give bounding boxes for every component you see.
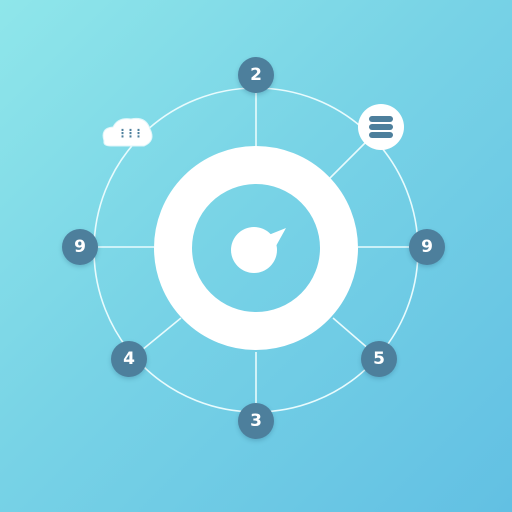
database-icon: [358, 104, 404, 150]
hub-ring: [154, 146, 358, 350]
connector-top-right: [329, 137, 371, 179]
svg-text:⋮: ⋮: [117, 127, 128, 140]
connector-bottom-left: [141, 317, 182, 351]
svg-text:⋮: ⋮: [133, 127, 144, 140]
node-top: 2: [238, 57, 274, 93]
node-bottom: 3: [238, 403, 274, 439]
node-right: 9: [409, 229, 445, 265]
cloud-icon: ⋮ ⋮ ⋮: [102, 118, 153, 147]
node-bottom-right: 5: [361, 341, 397, 377]
node-left: 9: [62, 229, 98, 265]
chat-bubble-icon: [231, 227, 286, 273]
svg-text:⋮: ⋮: [125, 127, 136, 140]
connectors: [98, 93, 409, 403]
node-bottom-left: 4: [111, 341, 147, 377]
connector-bottom-right: [332, 317, 371, 351]
